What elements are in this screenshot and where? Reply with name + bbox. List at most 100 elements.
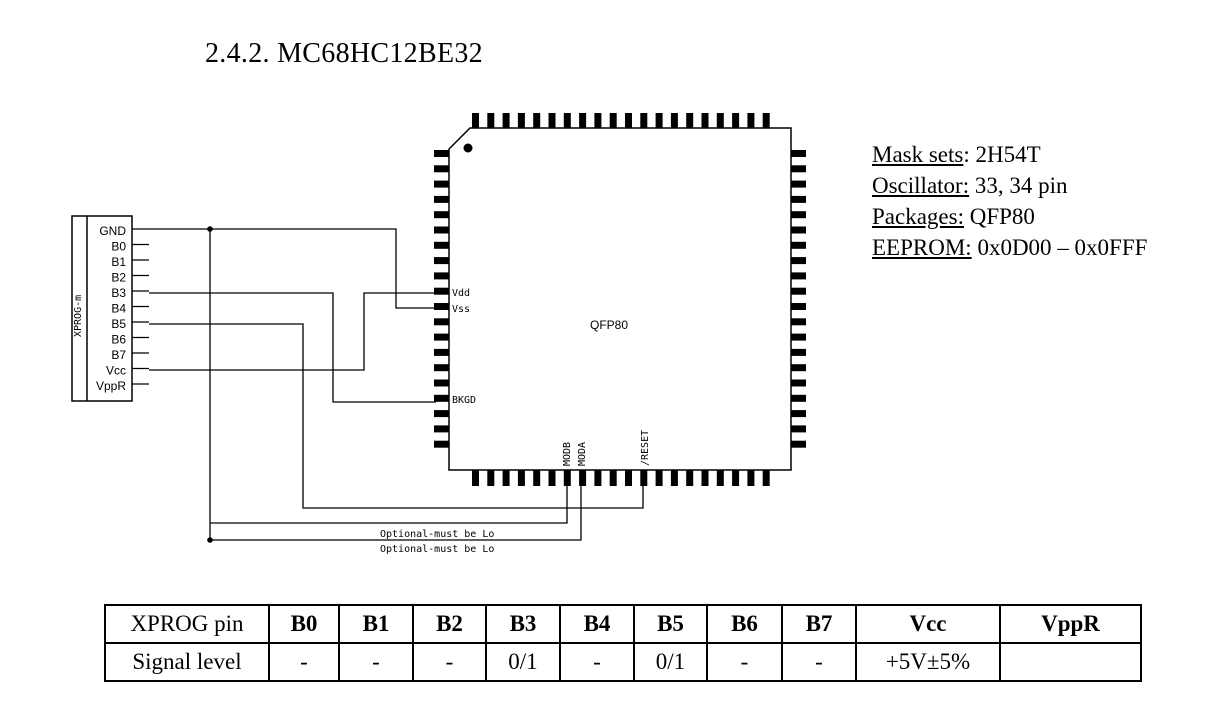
- chip-pin: [594, 470, 602, 486]
- chip-pin: [548, 470, 556, 486]
- chip-pin: [791, 410, 806, 418]
- table-header-cell: B7: [781, 604, 857, 644]
- chip: QFP80 Vdd Vss BKGD MODB MODA /RESET: [434, 113, 806, 486]
- chip-pin: [747, 470, 755, 486]
- table-cell: -: [268, 642, 340, 682]
- table-header-cell: B2: [412, 604, 487, 644]
- chip-pin: [434, 303, 449, 310]
- chip-pin: [563, 470, 571, 486]
- pin-label-reset: /RESET: [640, 430, 651, 466]
- table-header-cell: B1: [338, 604, 414, 644]
- table-cell: +5V±5%: [855, 642, 1001, 682]
- table-header-cell: B6: [706, 604, 783, 644]
- chip-pin: [502, 470, 510, 486]
- chip-pin: [701, 113, 709, 128]
- wire-b5-reset: [149, 323, 644, 509]
- connector-pin-label: B6: [111, 333, 126, 347]
- info-sep: :: [963, 142, 976, 167]
- chip-pin: [791, 165, 806, 173]
- chip-pin: [434, 226, 449, 234]
- wire-vcc-vdd: [149, 292, 436, 371]
- chip-pin: [434, 195, 449, 203]
- chip-pin: [609, 113, 617, 128]
- chip-pin: [625, 113, 632, 128]
- chip-pin: [791, 150, 806, 157]
- table-header-cell: VppR: [999, 604, 1142, 644]
- chip-pin: [548, 113, 556, 128]
- table-header-row: XPROG pin B0 B1 B2 B3 B4 B5 B6 B7 Vcc Vp…: [104, 604, 1142, 644]
- chip-pin: [434, 440, 449, 448]
- chip-pin: [762, 113, 770, 128]
- chip-pin: [434, 180, 449, 188]
- wire-b3-bkgd: [149, 292, 436, 403]
- chip-pin: [434, 150, 449, 157]
- wire-gnd-moda: [209, 229, 582, 541]
- table-cell: 0/1: [633, 642, 708, 682]
- chip-pin: [609, 470, 617, 486]
- table-cell: 0/1: [485, 642, 561, 682]
- chip-pin: [434, 425, 449, 433]
- info-key: Oscillator:: [872, 173, 970, 198]
- info-key: EEPROM:: [872, 235, 972, 260]
- chip-pin: [434, 165, 449, 173]
- chip-pin: [747, 113, 755, 128]
- chip-pin: [716, 113, 724, 128]
- chip-pin: [640, 113, 648, 128]
- wire-gnd-vss: [149, 228, 436, 309]
- chip-pin: [791, 303, 806, 310]
- chip-pin: [517, 113, 525, 128]
- note-optional-1: Optional-must be Lo: [380, 529, 494, 540]
- wire-gnd-modb: [210, 485, 568, 524]
- chip-pin: [533, 113, 541, 128]
- chip-pin: [487, 113, 495, 128]
- chip-pin: [579, 113, 587, 128]
- pin-label-vss: Vss: [452, 304, 470, 315]
- chip-pin: [701, 470, 709, 486]
- info-oscillator: Oscillator: 33, 34 pin: [872, 170, 1147, 201]
- chip-pin: [686, 470, 694, 486]
- chip-pin: [472, 113, 479, 128]
- section-title: 2.4.2. MC68HC12BE32: [205, 38, 483, 69]
- chip-pin: [434, 318, 449, 326]
- chip-pin: [640, 470, 648, 486]
- connector-pin-label: Vcc: [106, 364, 126, 378]
- signal-level-table: XPROG pin B0 B1 B2 B3 B4 B5 B6 B7 Vcc Vp…: [104, 604, 1142, 682]
- connector-pin-label: B0: [111, 240, 126, 254]
- info-eeprom: EEPROM: 0x0D00 – 0x0FFF: [872, 232, 1147, 263]
- chip-pin: [533, 470, 541, 486]
- table-cell: -: [781, 642, 857, 682]
- connector-outline: [71, 215, 133, 402]
- table-header-cell: B3: [485, 604, 561, 644]
- chip-pin: [434, 410, 449, 418]
- chip-pin: [670, 113, 678, 128]
- pin-label-moda: MODA: [577, 442, 588, 466]
- chip-pin: [791, 272, 806, 280]
- chip-pin: [791, 394, 806, 402]
- connector-pin-label: B7: [111, 348, 126, 362]
- pin-label-bkgd: BKGD: [452, 395, 476, 406]
- chip-pin: [472, 470, 479, 486]
- chip-pin: [655, 470, 663, 486]
- info-key: Mask sets: [872, 142, 964, 167]
- chip-pin: [434, 348, 449, 356]
- info-block: Mask sets: 2H54T Oscillator: 33, 34 pin …: [872, 139, 1147, 263]
- chip-pin: [791, 180, 806, 188]
- chip-pin: [563, 113, 571, 128]
- info-value: QFP80: [969, 204, 1035, 229]
- chip-pin: [434, 257, 449, 265]
- chip-pin: [434, 241, 449, 249]
- pin1-marker: [463, 143, 473, 153]
- chip-pins: [434, 113, 806, 486]
- info-value: 33, 34 pin: [974, 173, 1068, 198]
- chip-pin: [670, 470, 678, 486]
- chip-pin: [579, 470, 587, 486]
- note-optional-2: Optional-must be Lo: [380, 544, 494, 555]
- connector-name: XPROG-m: [73, 295, 84, 337]
- table-cell: -: [338, 642, 414, 682]
- junction-gnd: [207, 226, 213, 232]
- chip-pin: [716, 470, 724, 486]
- chip-package-label: QFP80: [590, 318, 628, 332]
- connector-pin-label: GND: [99, 224, 126, 238]
- chip-pin: [502, 113, 510, 128]
